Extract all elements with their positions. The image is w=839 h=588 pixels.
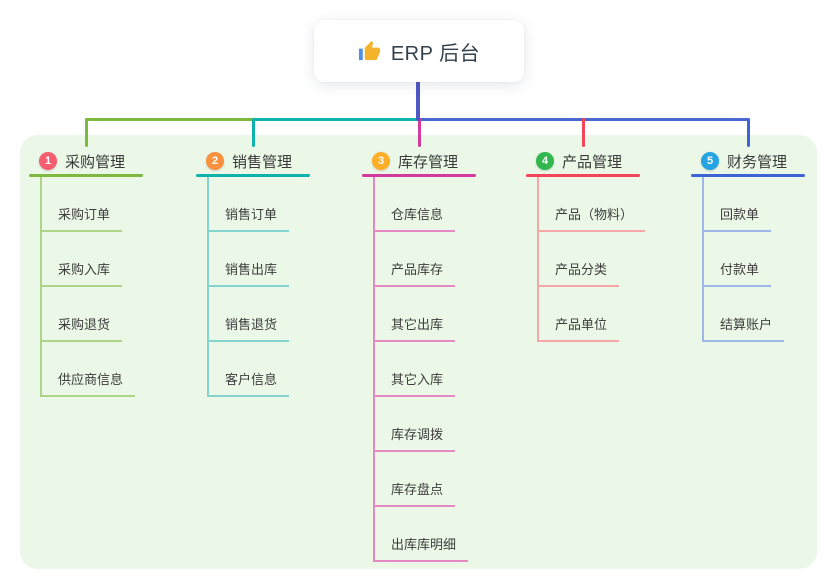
- child-node-label: 产品（物料）: [537, 204, 646, 232]
- branch-children: 产品（物料） 产品分类产品单位: [526, 177, 646, 342]
- child-node[interactable]: 销售出库: [196, 232, 310, 287]
- child-node[interactable]: 客户信息: [196, 342, 310, 397]
- child-node-label: 供应商信息: [40, 369, 136, 397]
- child-node[interactable]: 其它入库: [362, 342, 476, 397]
- branch-title: 采购管理: [65, 153, 126, 171]
- children-connector-line: [702, 177, 704, 342]
- branch-children: 销售订单销售出库销售退货客户信息: [196, 177, 310, 397]
- rail-purchase-connector: [86, 118, 254, 121]
- child-node[interactable]: 供应商信息: [29, 342, 143, 397]
- child-node-label: 其它出库: [373, 314, 456, 342]
- branch-number-badge: 1: [39, 152, 57, 170]
- root-node-title: ERP 后台: [390, 42, 481, 65]
- branch-node[interactable]: 5 财务管理: [691, 148, 805, 174]
- branch-column-3: 3 库存管理仓库信息产品库存其它出库其它入库库存调拨库存盘点出库库明细: [362, 148, 476, 562]
- children-connector-line: [373, 177, 375, 562]
- child-node-label: 库存盘点: [373, 479, 456, 507]
- branch-node[interactable]: 2 销售管理: [196, 148, 310, 174]
- child-node-label: 采购订单: [40, 204, 123, 232]
- child-node-label: 采购退货: [40, 314, 123, 342]
- branch-drop-line-3: [418, 118, 421, 147]
- child-node[interactable]: 回款单: [691, 177, 805, 232]
- child-node[interactable]: 采购订单: [29, 177, 143, 232]
- child-node[interactable]: 出库库明细: [362, 507, 476, 562]
- branch-number-badge: 5: [701, 152, 719, 170]
- child-node[interactable]: 销售退货: [196, 287, 310, 342]
- branch-column-5: 5 财务管理回款单付款单结算账户: [691, 148, 805, 342]
- child-node-label: 库存调拨: [373, 424, 456, 452]
- child-node[interactable]: 库存盘点: [362, 452, 476, 507]
- branch-number-badge: 2: [206, 152, 224, 170]
- child-node-label: 回款单: [702, 204, 772, 232]
- child-node-label: 客户信息: [207, 369, 290, 397]
- child-node[interactable]: 采购退货: [29, 287, 143, 342]
- child-node-label: 产品单位: [537, 314, 620, 342]
- children-connector-line: [207, 177, 209, 397]
- child-node-label: 销售订单: [207, 204, 290, 232]
- child-node[interactable]: 产品（物料）: [526, 177, 646, 232]
- root-trunk-line: [416, 80, 420, 121]
- branch-drop-line-4: [582, 118, 585, 147]
- child-node-label: 结算账户: [702, 314, 785, 342]
- branch-column-2: 2 销售管理销售订单销售出库销售退货客户信息: [196, 148, 310, 397]
- branch-column-1: 1 采购管理采购订单采购入库采购退货供应商信息: [29, 148, 143, 397]
- child-node[interactable]: 产品分类: [526, 232, 640, 287]
- branch-title: 库存管理: [398, 153, 459, 171]
- child-node-label: 销售退货: [207, 314, 290, 342]
- branch-children: 仓库信息产品库存其它出库其它入库库存调拨库存盘点出库库明细: [362, 177, 476, 562]
- branch-title: 产品管理: [562, 153, 623, 171]
- branch-node[interactable]: 3 库存管理: [362, 148, 476, 174]
- branch-drop-line-1: [85, 118, 88, 147]
- branch-title: 销售管理: [232, 153, 293, 171]
- branch-column-4: 4 产品管理产品（物料） 产品分类产品单位: [526, 148, 646, 342]
- branch-title: 财务管理: [727, 153, 788, 171]
- branch-node[interactable]: 4 产品管理: [526, 148, 640, 174]
- child-node[interactable]: 销售订单: [196, 177, 310, 232]
- child-node-label: 产品库存: [373, 259, 456, 287]
- child-node-label: 付款单: [702, 259, 772, 287]
- root-node[interactable]: ERP 后台: [314, 20, 524, 82]
- branch-number-badge: 3: [372, 152, 390, 170]
- child-node-label: 其它入库: [373, 369, 456, 397]
- child-node[interactable]: 结算账户: [691, 287, 805, 342]
- child-node[interactable]: 产品库存: [362, 232, 476, 287]
- child-node-label: 产品分类: [537, 259, 620, 287]
- branch-node[interactable]: 1 采购管理: [29, 148, 143, 174]
- branch-underline: [29, 174, 143, 177]
- child-node[interactable]: 仓库信息: [362, 177, 476, 232]
- branch-children: 回款单付款单结算账户: [691, 177, 805, 342]
- branch-number-badge: 4: [536, 152, 554, 170]
- branch-underline: [196, 174, 310, 177]
- child-node-label: 采购入库: [40, 259, 123, 287]
- child-node-label: 出库库明细: [373, 534, 469, 562]
- branch-underline: [526, 174, 640, 177]
- branch-drop-line-2: [252, 118, 255, 147]
- child-node-label: 销售出库: [207, 259, 290, 287]
- child-node[interactable]: 付款单: [691, 232, 805, 287]
- child-node[interactable]: 采购入库: [29, 232, 143, 287]
- children-connector-line: [537, 177, 539, 342]
- branch-underline: [691, 174, 805, 177]
- children-connector-line: [40, 177, 42, 397]
- thumbs-up-icon: [358, 40, 380, 60]
- branch-underline: [362, 174, 476, 177]
- child-node[interactable]: 其它出库: [362, 287, 476, 342]
- branch-drop-line-5: [747, 118, 750, 147]
- branch-children: 采购订单采购入库采购退货供应商信息: [29, 177, 143, 397]
- rail-sales-connector: [253, 118, 420, 121]
- canvas-background-panel: [20, 135, 817, 569]
- child-node-label: 仓库信息: [373, 204, 456, 232]
- child-node[interactable]: 产品单位: [526, 287, 640, 342]
- child-node[interactable]: 库存调拨: [362, 397, 476, 452]
